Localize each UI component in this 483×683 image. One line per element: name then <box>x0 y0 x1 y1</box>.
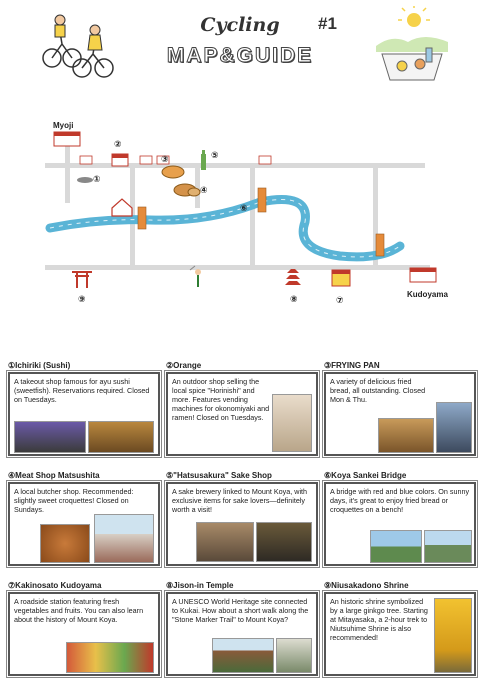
spot-desc: A takeout shop famous for ayu sushi (swe… <box>14 377 150 404</box>
brewery-photo <box>196 522 254 562</box>
map-marker-2: ② <box>114 140 122 150</box>
map-marker-8: ⑧ <box>290 295 298 305</box>
cyclists-illustration <box>42 14 114 78</box>
spot-title: ⑨Niusakadono Shrine <box>324 581 409 590</box>
map-marker-5: ⑤ <box>211 151 219 161</box>
fried-bread-icon <box>161 165 185 179</box>
spot-title: ⑤"Hatsusakura" Sake Shop <box>166 471 272 480</box>
spot-title: ④Meat Shop Matsushita <box>8 471 100 480</box>
spot-desc: A UNESCO World Heritage site connected t… <box>172 597 309 624</box>
route-map: ① ② ③ ④ ⑤ ⑥ ⑦ ⑧ ⑨ <box>45 131 437 306</box>
spot-box: A roadside station featuring fresh veget… <box>8 592 160 676</box>
map-marker-7: ⑦ <box>336 296 344 306</box>
river-photo <box>424 530 472 563</box>
spot-desc: A sake brewery linked to Mount Koya, wit… <box>172 487 308 514</box>
station-icon-kudoyama <box>409 267 437 283</box>
sake-bottle-icon <box>201 150 206 170</box>
spot-box: An historic shrine symbolized by a large… <box>324 592 476 676</box>
spot-card-8: ⑧Jison-in Temple A UNESCO World Heritage… <box>166 580 318 676</box>
spot-box: A UNESCO World Heritage site connected t… <box>166 592 318 676</box>
map-label-end: Kudoyama <box>407 290 448 299</box>
bridges <box>137 187 385 257</box>
stone-marker-photo <box>276 638 312 673</box>
croquette-photo <box>40 524 90 563</box>
walker-icon <box>189 265 201 287</box>
spot-title: ⑧Jison-in Temple <box>166 581 234 590</box>
spot-card-3: ③FRYING PAN A variety of delicious fried… <box>324 360 476 456</box>
torii-gate-icon <box>72 271 92 288</box>
map-marker-4: ④ <box>200 186 208 196</box>
shop-front-photo <box>14 421 86 453</box>
spot-desc: An historic shrine symbolized by a large… <box>330 597 428 642</box>
map-label-start: Myoji <box>53 121 74 130</box>
map-marker-9: ⑨ <box>78 295 86 305</box>
spot-box: A variety of delicious fried bread, all … <box>324 372 476 456</box>
river <box>45 195 405 262</box>
title-number: #1 <box>318 14 337 33</box>
shop-icon-2 <box>111 153 129 167</box>
picnic-illustration <box>376 6 448 81</box>
map-marker-6: ⑥ <box>240 204 248 214</box>
spot-card-9: ⑨Niusakadono Shrine An historic shrine s… <box>324 580 476 676</box>
sweetfish-icon <box>77 177 93 183</box>
page-title: MAP&GUIDE <box>166 44 314 68</box>
station-icon-myoji <box>53 131 81 147</box>
spot-title: ⑥Koya Sankei Bridge <box>324 471 407 480</box>
spot-box: A takeout shop famous for ayu sushi (swe… <box>8 372 160 456</box>
ginkgo-tree-photo <box>434 598 472 673</box>
spot-box: A sake brewery linked to Mount Koya, wit… <box>166 482 318 566</box>
bread-photo <box>378 418 434 453</box>
spot-box: An outdoor shop selling the local spice … <box>166 372 318 456</box>
sushi-photo <box>88 421 154 453</box>
spot-desc: A variety of delicious fried bread, all … <box>330 377 426 404</box>
spot-card-5: ⑤"Hatsusakura" Sake Shop A sake brewery … <box>166 470 318 566</box>
sake-bottles-photo <box>256 522 312 562</box>
shop-interior-photo <box>272 394 312 452</box>
title-cycling: Cycling <box>200 14 280 36</box>
house-icon <box>111 198 133 217</box>
map-marker-1: ① <box>93 175 101 185</box>
roadside-station-icon <box>331 269 351 287</box>
spot-desc: A roadside station featuring fresh veget… <box>14 597 144 624</box>
map-marker-3: ③ <box>161 155 169 165</box>
roads <box>45 140 430 270</box>
header: Cycling #1 MAP&GUIDE <box>0 0 483 90</box>
spot-title: ⑦Kakinosato Kudoyama <box>8 581 102 590</box>
spot-desc: A bridge with red and blue colors. On su… <box>330 487 470 514</box>
spot-card-7: ⑦Kakinosato Kudoyama A roadside station … <box>8 580 160 676</box>
spot-box: A local butcher shop. Recommended: sligh… <box>8 482 160 566</box>
pagoda-icon <box>285 269 301 285</box>
spot-desc: An outdoor shop selling the local spice … <box>172 377 270 422</box>
shop-front-photo <box>436 402 472 453</box>
spot-title: ③FRYING PAN <box>324 361 380 370</box>
spot-desc: A local butcher shop. Recommended: sligh… <box>14 487 134 514</box>
spot-title: ②Orange <box>166 361 202 370</box>
bridge-photo <box>370 530 422 563</box>
temple-photo <box>212 638 274 673</box>
spot-card-4: ④Meat Shop Matsushita A local butcher sh… <box>8 470 160 566</box>
spot-title: ①Ichiriki (Sushi) <box>8 361 71 370</box>
spot-card-1: ①Ichiriki (Sushi) A takeout shop famous … <box>8 360 160 456</box>
produce-photo <box>66 642 154 673</box>
spot-box: A bridge with red and blue colors. On su… <box>324 482 476 566</box>
spot-card-2: ②Orange An outdoor shop selling the loca… <box>166 360 318 456</box>
spot-card-6: ⑥Koya Sankei Bridge A bridge with red an… <box>324 470 476 566</box>
croquette-icon <box>173 183 201 197</box>
shop-front-photo <box>94 514 154 563</box>
